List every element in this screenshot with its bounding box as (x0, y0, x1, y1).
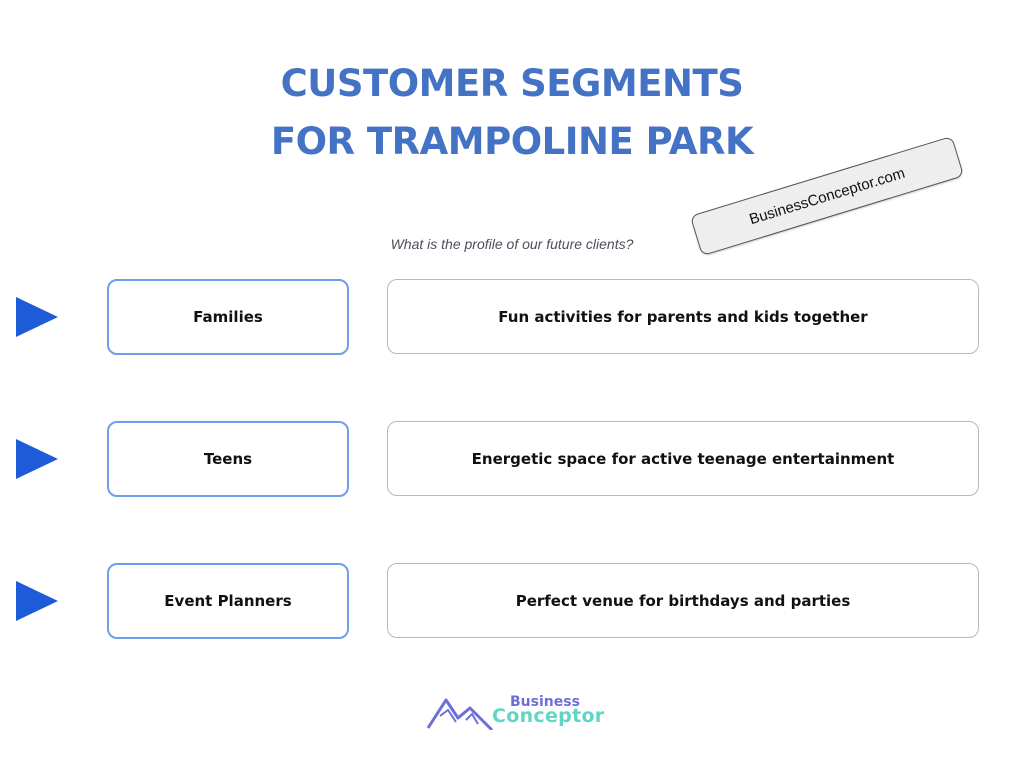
segment-description: Fun activities for parents and kids toge… (387, 279, 979, 354)
play-arrow-icon (16, 297, 58, 337)
segment-description: Energetic space for active teenage enter… (387, 421, 979, 496)
mountain-icon (426, 698, 494, 730)
segment-description: Perfect venue for birthdays and parties (387, 563, 979, 638)
page-title-line1: CUSTOMER SEGMENTS (280, 62, 744, 105)
segment-name: Families (107, 279, 349, 355)
play-arrow-icon (16, 439, 58, 479)
logo-text-business: Business (510, 694, 580, 710)
business-conceptor-logo: Business Conceptor (426, 692, 606, 732)
logo-text-conceptor: Conceptor (492, 705, 605, 727)
segment-name: Teens (107, 421, 349, 497)
segment-row: Teens Energetic space for active teenage… (0, 421, 1024, 497)
play-arrow-icon (16, 581, 58, 621)
segment-row: Event Planners Perfect venue for birthda… (0, 563, 1024, 639)
page-title-line2: FOR TRAMPOLINE PARK (270, 120, 754, 163)
segment-row: Families Fun activities for parents and … (0, 279, 1024, 355)
segment-name: Event Planners (107, 563, 349, 639)
subtitle: What is the profile of our future client… (390, 236, 634, 252)
